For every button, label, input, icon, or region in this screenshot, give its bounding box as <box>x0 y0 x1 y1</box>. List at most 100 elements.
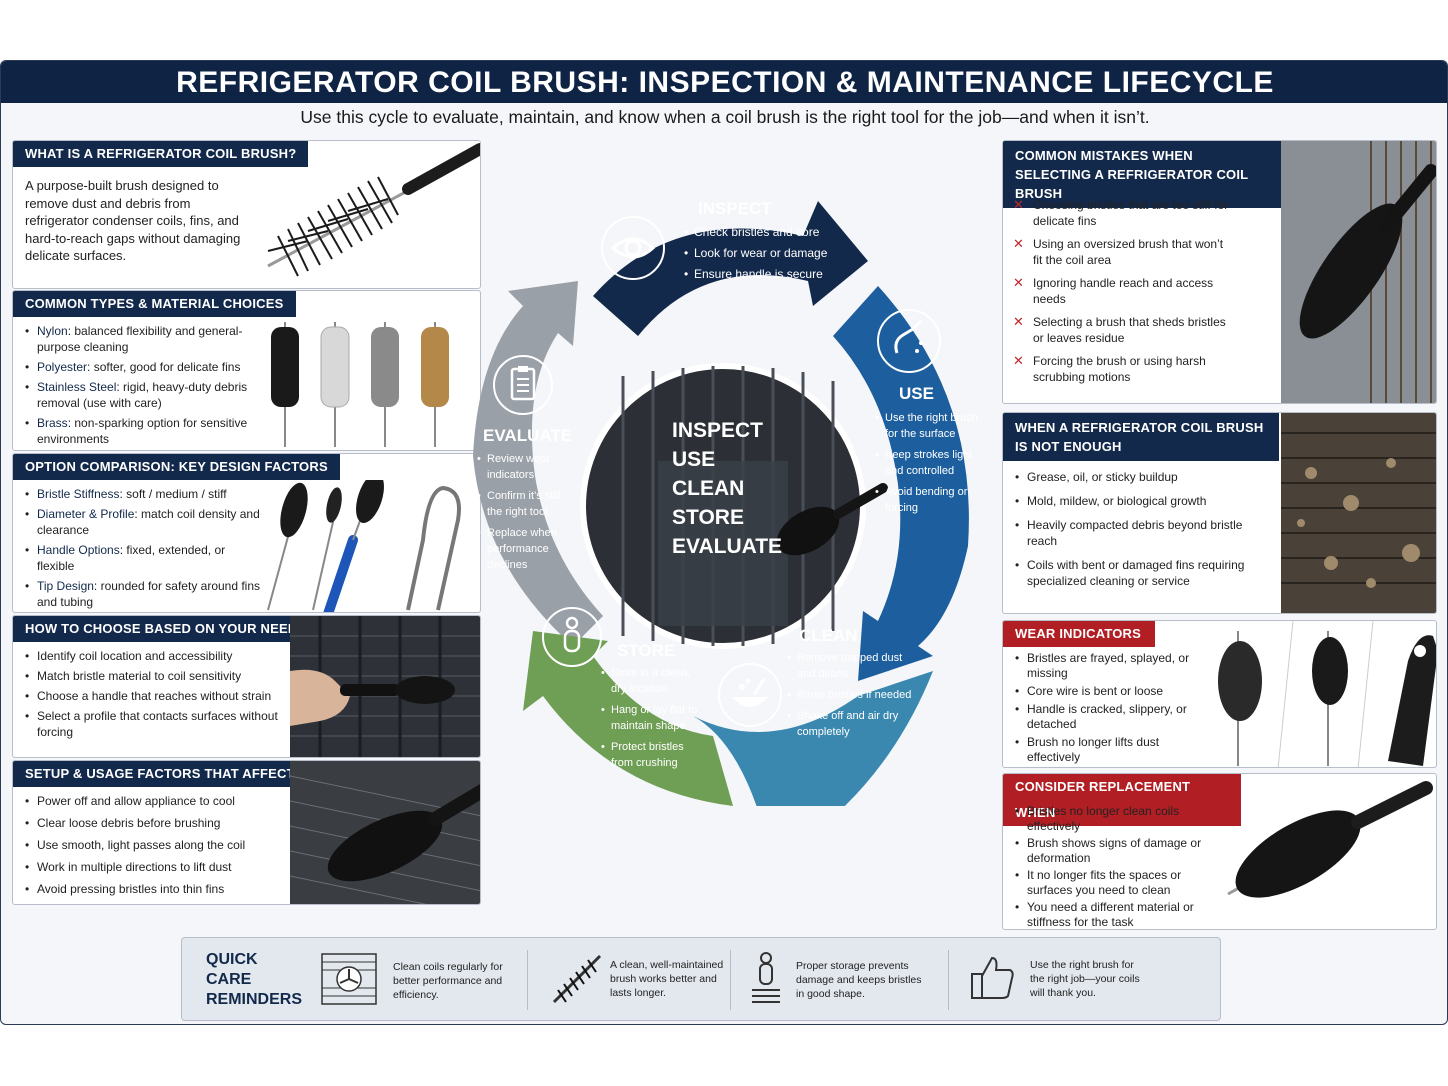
center-word: INSPECT <box>672 419 764 442</box>
wear-list: Bristles are frayed, splayed, or missing… <box>1015 651 1195 767</box>
not-enough-title: WHEN A REFRIGERATOR COIL BRUSH IS NOT EN… <box>1003 413 1279 461</box>
store-item: Protect bristles from crushing <box>601 739 706 771</box>
setup-item: Avoid pressing bristles into thin fins <box>25 881 287 897</box>
mistake-item: Forcing the brush or using harsh scrubbi… <box>1013 353 1233 385</box>
setup-list: Power off and allow appliance to cool Cl… <box>25 793 287 903</box>
inspect-list: Check bristles and core Look for wear or… <box>684 224 827 287</box>
evaluate-item: Confirm it’s still the right tool <box>477 488 569 520</box>
replacement-brush-image <box>1218 774 1436 929</box>
types-panel: COMMON TYPES & MATERIAL CHOICES Nylon: b… <box>12 290 481 451</box>
mistake-item: Using an oversized brush that won’t fit … <box>1013 236 1233 268</box>
hand-brushing-coil-image <box>290 616 480 757</box>
what-is-panel: WHAT IS A REFRIGERATOR COIL BRUSH? A pur… <box>12 140 481 289</box>
store-item: Store in a clean, dry location <box>601 665 706 697</box>
what-is-title: WHAT IS A REFRIGERATOR COIL BRUSH? <box>13 141 309 167</box>
setup-item: Power off and allow appliance to cool <box>25 793 287 809</box>
wear-title: WEAR INDICATORS <box>1003 621 1155 647</box>
choose-item: Identify coil location and accessibility <box>25 648 287 664</box>
use-item: Avoid bending or forcing <box>875 484 980 516</box>
wear-item: Handle is cracked, slippery, or detached <box>1015 702 1195 732</box>
mistakes-list: Choosing bristles that are too stiff for… <box>1013 197 1233 392</box>
center-word-list: INSPECT USE CLEAN STORE EVALUATE <box>672 416 782 561</box>
option-item: Bristle Stiffness: soft / medium / stiff <box>25 486 263 502</box>
mistake-item: Choosing bristles that are too stiff for… <box>1013 197 1233 229</box>
eye-icon <box>601 216 665 280</box>
evaluate-item: Replace when performance declines <box>477 525 569 573</box>
option-item: Handle Options: fixed, extended, or flex… <box>25 542 263 574</box>
inspect-item: Check bristles and core <box>684 224 827 240</box>
reminder-text: Use the right brush for the right job—yo… <box>1030 959 1140 999</box>
not-enough-list: Grease, oil, or sticky buildup Mold, mil… <box>1015 469 1245 597</box>
reminder-text: Proper storage prevents damage and keeps… <box>796 960 922 1000</box>
center-word: STORE <box>672 506 744 529</box>
hanging-brush-icon <box>542 607 602 667</box>
wear-item: Bristles are frayed, splayed, or missing <box>1015 651 1195 681</box>
setup-item: Clear loose debris before brushing <box>25 815 287 831</box>
design-options-image <box>258 480 480 612</box>
not-enough-item: Coils with bent or damaged fins requirin… <box>1015 557 1245 589</box>
reminder-text: A clean, well-maintained brush works bet… <box>610 959 724 999</box>
replace-panel: CONSIDER REPLACEMENT WHEN Bristles no lo… <box>1002 773 1437 930</box>
options-panel: OPTION COMPARISON: KEY DESIGN FACTORS Br… <box>12 453 481 613</box>
worn-brushes-image <box>1198 621 1436 767</box>
not-enough-item: Grease, oil, or sticky buildup <box>1015 469 1245 485</box>
not-enough-item: Mold, mildew, or biological growth <box>1015 493 1245 509</box>
option-item: Tip Design: rounded for safety around fi… <box>25 578 263 610</box>
choose-panel: HOW TO CHOOSE BASED ON YOUR NEEDS Identi… <box>12 615 481 758</box>
type-item: Stainless Steel: rigid, heavy-duty debri… <box>25 379 265 411</box>
wear-item: Brush no longer lifts dust effectively <box>1015 735 1195 765</box>
use-item: Keep strokes light and controlled <box>875 447 980 479</box>
choose-item: Match bristle material to coil sensitivi… <box>25 668 287 684</box>
replace-item: Bristles no longer clean coils effective… <box>1015 804 1215 834</box>
clean-item: Remove trapped dust and debris <box>787 650 912 682</box>
inspect-label: INSPECT <box>698 199 772 218</box>
reminder-divider <box>948 950 949 1010</box>
brush-icon <box>550 950 606 1015</box>
types-list: Nylon: balanced flexibility and general-… <box>25 323 265 450</box>
choose-item: Select a profile that contacts surfaces … <box>25 708 287 740</box>
reminder-text: Clean coils regularly for better perform… <box>393 961 503 1001</box>
reminder-divider <box>730 950 731 1010</box>
evaluate-list: Review wear indicators Confirm it’s stil… <box>477 451 569 578</box>
setup-item: Work in multiple directions to lift dust <box>25 859 287 875</box>
not-enough-item: Heavily compacted debris beyond bristle … <box>1015 517 1245 549</box>
reminders-title: QUICK CARE REMINDERS <box>206 951 303 1008</box>
replace-item: You need a different material or stiffne… <box>1015 900 1215 929</box>
mistake-item: Selecting a brush that sheds bristles or… <box>1013 314 1233 346</box>
use-label: USE <box>899 384 934 403</box>
infographic-page: REFRIGERATOR COIL BRUSH: INSPECTION & MA… <box>0 60 1448 1025</box>
mistakes-panel: COMMON MISTAKES WHEN SELECTING A REFRIGE… <box>1002 140 1437 404</box>
wear-item: Core wire is bent or loose <box>1015 684 1195 699</box>
options-title: OPTION COMPARISON: KEY DESIGN FACTORS <box>13 454 340 480</box>
types-title: COMMON TYPES & MATERIAL CHOICES <box>13 291 296 317</box>
evaluate-label: EVALUATE <box>483 426 573 445</box>
choose-title: HOW TO CHOOSE BASED ON YOUR NEEDS <box>13 616 319 642</box>
setup-panel: SETUP & USAGE FACTORS THAT AFFECT PERFOR… <box>12 760 481 905</box>
thumbs-up-icon <box>970 954 1016 1007</box>
options-list: Bristle Stiffness: soft / medium / stiff… <box>25 486 263 612</box>
use-item: Use the right brush for the surface <box>875 410 980 442</box>
coil-brush-image <box>248 141 480 288</box>
replace-item: It no longer fits the spaces or surfaces… <box>1015 868 1215 898</box>
replace-item: Brush shows signs of damage or deformati… <box>1015 836 1215 866</box>
store-label: STORE <box>617 641 676 660</box>
clean-label: CLEAN <box>799 626 858 645</box>
not-enough-panel: WHEN A REFRIGERATOR COIL BRUSH IS NOT EN… <box>1002 412 1437 614</box>
page-subtitle: Use this cycle to evaluate, maintain, an… <box>300 107 1150 127</box>
hand-brush-icon <box>877 309 941 373</box>
replace-list: Bristles no longer clean coils effective… <box>1015 804 1215 929</box>
store-list: Store in a clean, dry location Hang or l… <box>601 665 706 776</box>
clipboard-icon <box>493 355 553 415</box>
type-item: Nylon: balanced flexibility and general-… <box>25 323 265 355</box>
dirty-coil-image <box>1281 413 1436 613</box>
option-item: Diameter & Profile: match coil density a… <box>25 506 263 538</box>
type-item: Polyester: softer, good for delicate fin… <box>25 359 265 375</box>
quick-care-reminders: QUICK CARE REMINDERS Clean coils regular… <box>181 937 1221 1021</box>
brush-in-fins-image <box>1281 141 1436 403</box>
center-word: USE <box>672 448 716 471</box>
choose-item: Choose a handle that reaches without str… <box>25 688 287 704</box>
wash-bowl-icon <box>718 663 782 727</box>
what-is-text: A purpose-built brush designed to remove… <box>25 178 241 263</box>
inspect-item: Ensure handle is secure <box>684 266 827 282</box>
store-item: Hang or lay flat to maintain shape <box>601 702 706 734</box>
